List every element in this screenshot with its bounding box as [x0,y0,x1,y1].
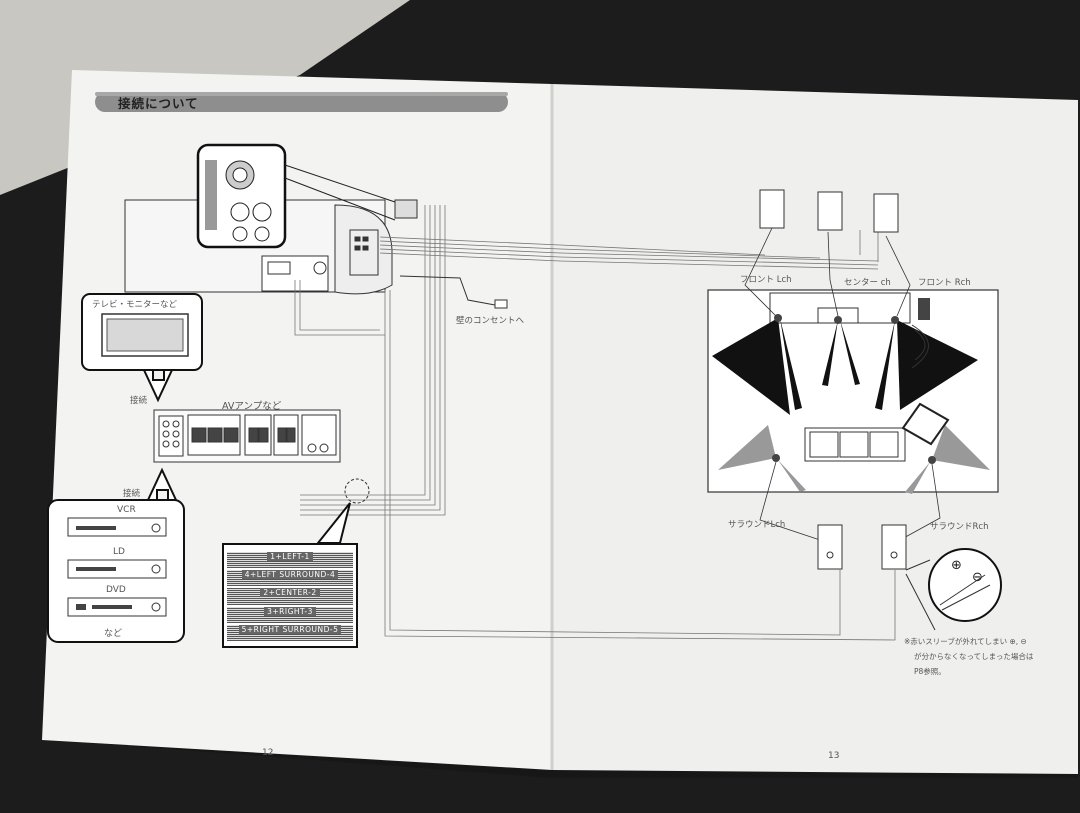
front-speakers [759,189,899,233]
power-outlet-label: 壁のコンセントへ [456,316,525,326]
left-page-number: 12 [262,748,274,758]
room-diagram [707,289,999,494]
cable-bundle [294,205,896,641]
section-header-bar [95,92,508,112]
center-label: センター ch [844,278,891,288]
sleeve-note: ※赤いスリーブが外れてしまい ⊕, ⊖ が分からなくなってしまった場合は P8参… [904,637,1034,676]
channel-row: 2+CENTER-2 [227,588,353,605]
tv-label: テレビ・モニターなど [92,300,178,310]
source-label-vcr: VCR [117,505,136,515]
surround-left-label: サラウンドLch [728,520,786,530]
polarity-callout [905,548,1002,631]
power-cord [399,275,508,309]
front-left-label: フロント Lch [740,275,792,285]
surround-speakers [817,524,907,570]
label-leaders [744,227,941,541]
av-amp [153,409,341,463]
source-label-ld: LD [113,547,125,557]
channel-row: 5+RIGHT SURROUND-5 [227,624,353,642]
connect-label-bottom: 接続 [123,489,141,499]
plus-icon: ⊕ [951,558,962,573]
jack-zoom-panel [196,143,396,249]
section-title: 接続について [118,96,199,111]
sources-callout [47,467,185,643]
connect-label-top: 接続 [130,396,148,406]
surround-right-label: サラウンドRch [930,522,989,532]
etc-label: など [104,629,123,639]
channel-row: 4+LEFT SURROUND-4 [227,570,353,587]
amp-label: AVアンプなど [222,401,282,412]
front-right-label: フロント Rch [918,278,971,288]
channel-table: 1+LEFT-1 4+LEFT SURROUND-4 2+CENTER-2 3+… [222,543,358,648]
channel-row: 1+LEFT-1 [227,552,353,569]
tv-callout [81,293,203,403]
right-page-number: 13 [828,751,840,761]
source-label-dvd: DVD [106,585,126,595]
channel-row: 3+RIGHT-3 [227,606,353,623]
minus-icon: ⊖ [972,570,983,585]
